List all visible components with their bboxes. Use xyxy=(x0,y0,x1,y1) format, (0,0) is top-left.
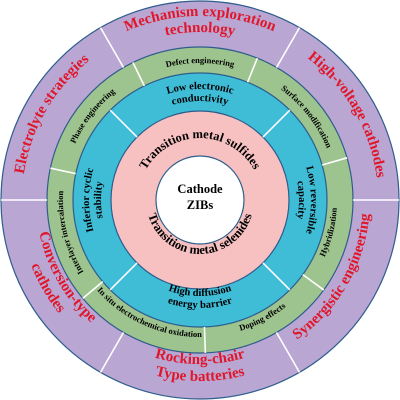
strategy-divider xyxy=(99,27,125,68)
center-label-line-2: ZIBs xyxy=(187,198,214,212)
segment-dividers xyxy=(1,27,399,373)
modification-divider xyxy=(132,62,146,87)
modification-divider xyxy=(203,326,207,353)
challenge-right-line-1-path: Low reversible xyxy=(303,165,319,236)
challenge-divider xyxy=(262,262,291,291)
modification-label-1: Defect engineering xyxy=(165,55,237,69)
center-circle xyxy=(155,155,245,245)
modification-divider xyxy=(321,157,348,166)
strategy-divider xyxy=(275,27,301,68)
modification-divider xyxy=(302,274,325,291)
challenge-right-line-1: Low reversible xyxy=(303,165,319,236)
strategy-rocking-chair-line-1: Rocking-chair xyxy=(154,346,247,368)
challenge-top-line-1-path: Low electronic xyxy=(165,81,235,97)
strategy-divider xyxy=(275,332,301,373)
modification-label-1-path: Defect engineering xyxy=(165,55,237,69)
challenge-bottom-line-1: High diffusion xyxy=(167,283,233,299)
center-label-line-1: Cathode xyxy=(177,182,223,196)
challenge-left-line-1-path: Inferior cyclic xyxy=(81,166,96,233)
strategy-mechanism-line-2-path: technology xyxy=(163,20,237,40)
challenge-bottom-line-2-path: energy barrier xyxy=(167,295,234,311)
challenge-bottom-line-1-path: High diffusion xyxy=(167,283,233,299)
challenge-divider xyxy=(109,109,138,138)
modification-divider xyxy=(246,57,259,83)
challenge-top-line-1: Low electronic xyxy=(165,81,235,97)
challenge-left-line-2: stability xyxy=(93,180,106,219)
challenge-divider xyxy=(109,262,138,291)
strategy-mechanism-line-2: technology xyxy=(163,20,237,40)
challenge-divider xyxy=(262,109,291,138)
challenge-top-line-2-path: conductivity xyxy=(170,93,230,108)
challenge-bottom-line-2: energy barrier xyxy=(167,295,234,311)
challenge-left-line-2-path: stability xyxy=(93,180,106,219)
strategy-rocking-chair-line-1-path: Rocking-chair xyxy=(154,346,247,368)
modification-divider xyxy=(82,281,104,299)
strategy-rocking-chair-line-2-path: Type batteries xyxy=(154,364,246,385)
modification-divider xyxy=(50,167,76,175)
strategy-divider xyxy=(99,332,125,373)
challenge-top-line-2: conductivity xyxy=(170,93,230,108)
challenge-left-line-1: Inferior cyclic xyxy=(81,166,96,233)
strategy-rocking-chair-line-2: Type batteries xyxy=(154,364,246,385)
